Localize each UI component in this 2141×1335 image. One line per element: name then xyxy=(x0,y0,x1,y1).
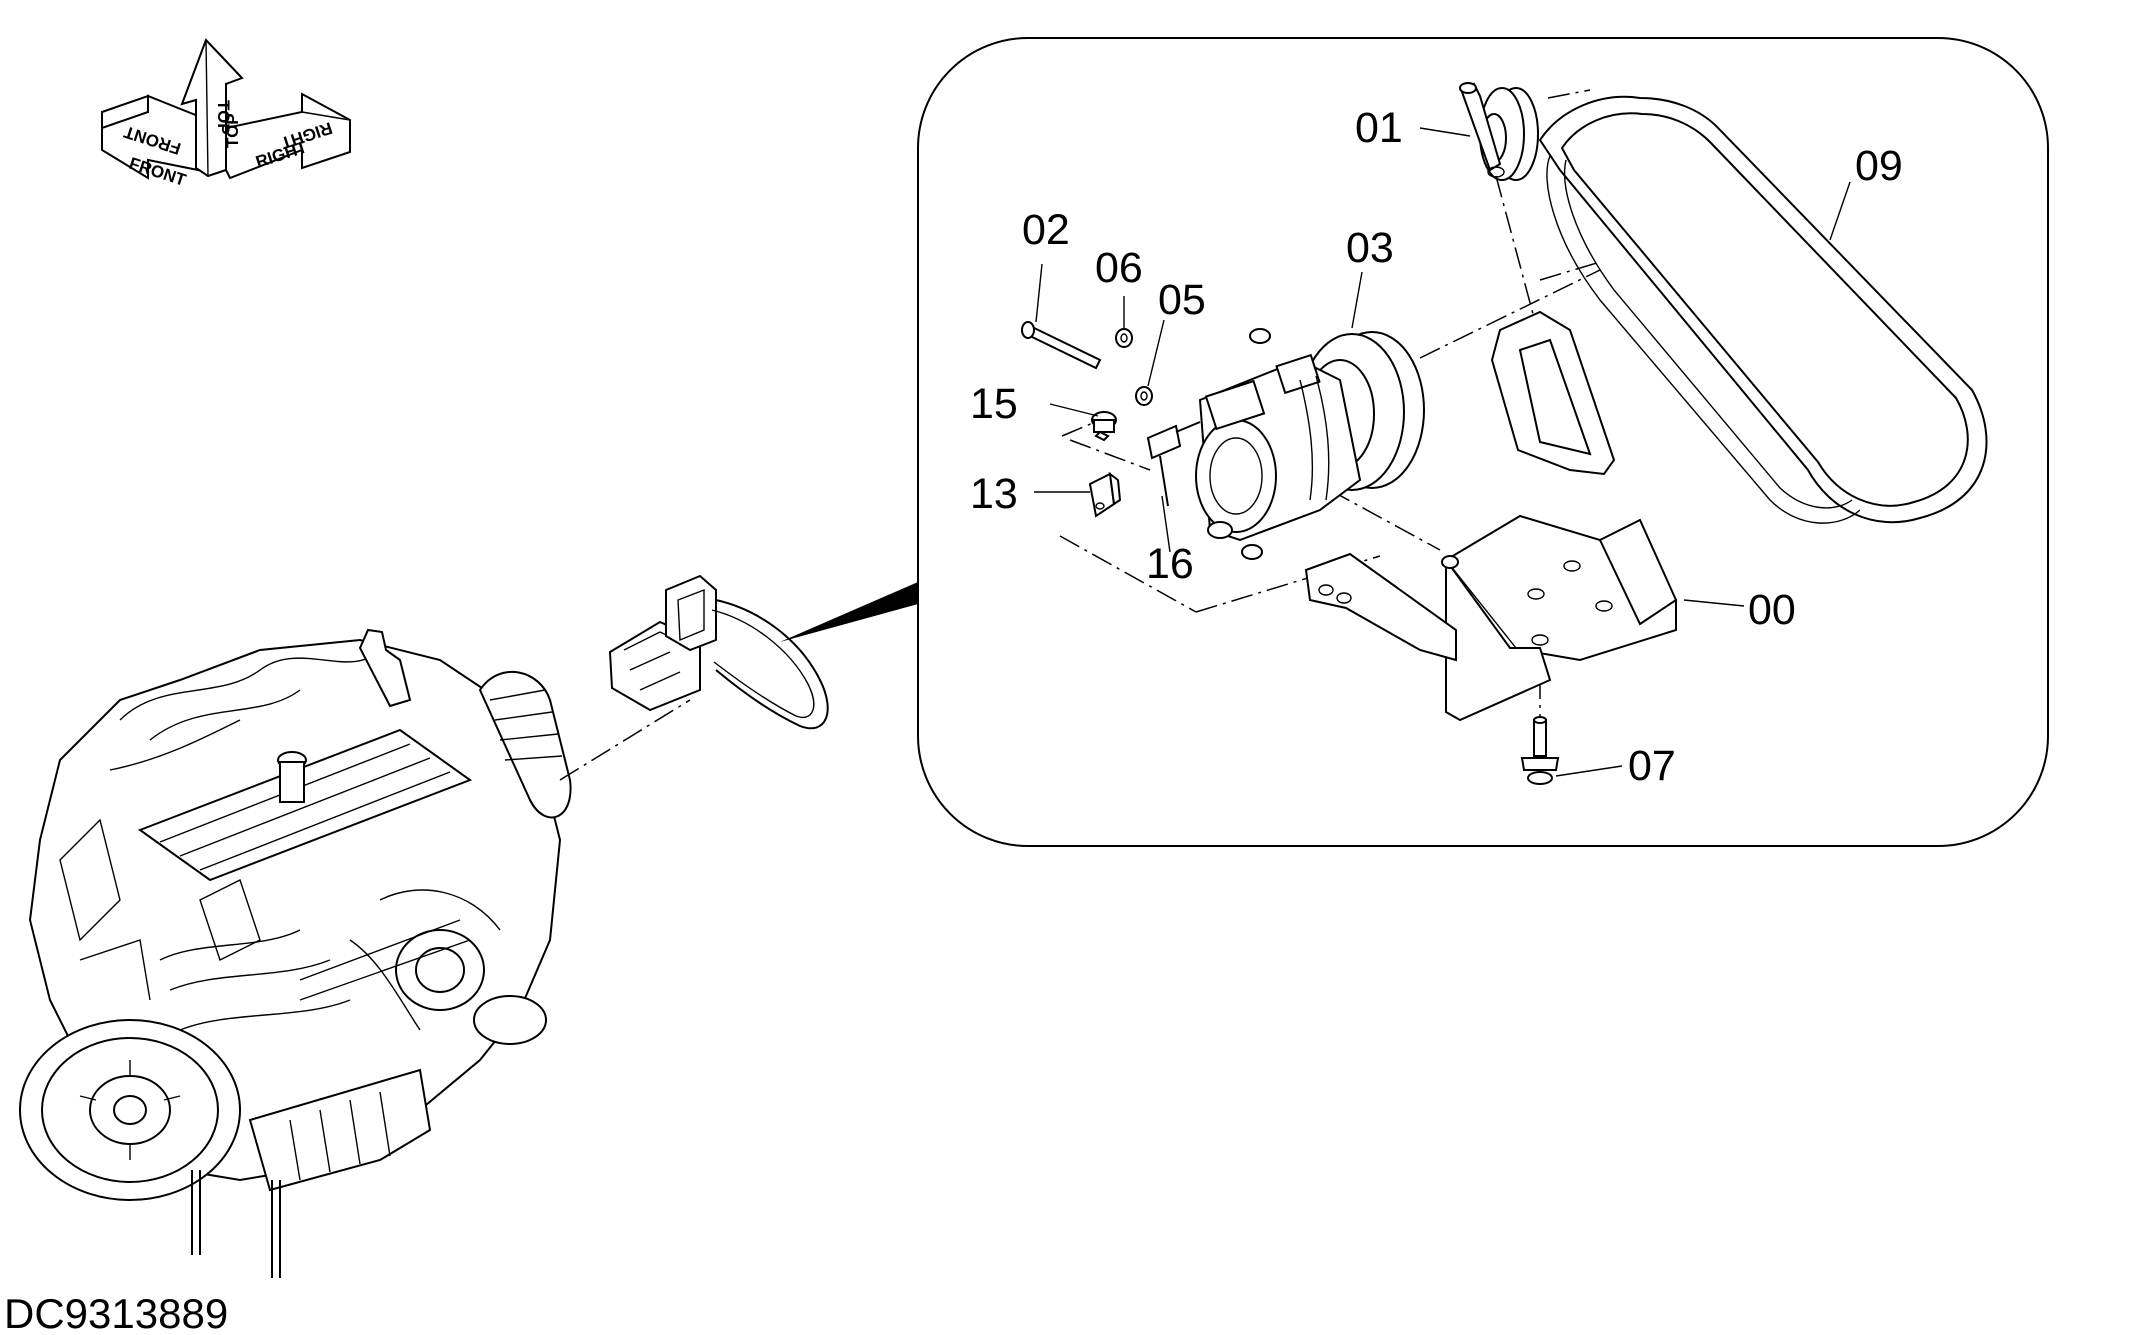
callout-07: 07 xyxy=(1628,742,1676,790)
orientation-top-mirrored-label: TOP xyxy=(223,113,242,148)
leader-lines xyxy=(1034,127,1851,777)
mini-assembly-illustration xyxy=(608,574,829,730)
callout-16: 16 xyxy=(1146,540,1194,588)
callout-09: 09 xyxy=(1855,142,1903,190)
callout-02: 02 xyxy=(1022,206,1070,254)
callout-15: 15 xyxy=(970,380,1018,428)
orientation-top-label: TOP xyxy=(214,100,233,135)
detail-frame xyxy=(917,37,2049,847)
compressor-illustration xyxy=(1146,328,1425,560)
engine-leader-line xyxy=(559,699,691,781)
engine-illustration xyxy=(19,628,572,1278)
detail-pointer xyxy=(780,582,918,642)
callout-00: 00 xyxy=(1748,586,1796,634)
mounting-bracket-illustration xyxy=(1304,310,1678,722)
idler-pulley-illustration xyxy=(1459,82,1539,181)
callout-05: 05 xyxy=(1158,276,1206,324)
fasteners-illustration xyxy=(1021,321,1560,785)
drive-belt-illustration xyxy=(1538,95,1988,524)
document-id: DC9313889 xyxy=(4,1290,228,1335)
callout-13: 13 xyxy=(970,470,1018,518)
callout-labels: 01 09 02 06 03 05 15 13 16 00 07 xyxy=(970,104,1903,790)
callout-01: 01 xyxy=(1355,104,1403,152)
callout-06: 06 xyxy=(1095,244,1143,292)
callout-03: 03 xyxy=(1346,224,1394,272)
orientation-arrows-icon: FRONT FRONT TOP TOP RIGHT RIGHT xyxy=(101,38,351,190)
